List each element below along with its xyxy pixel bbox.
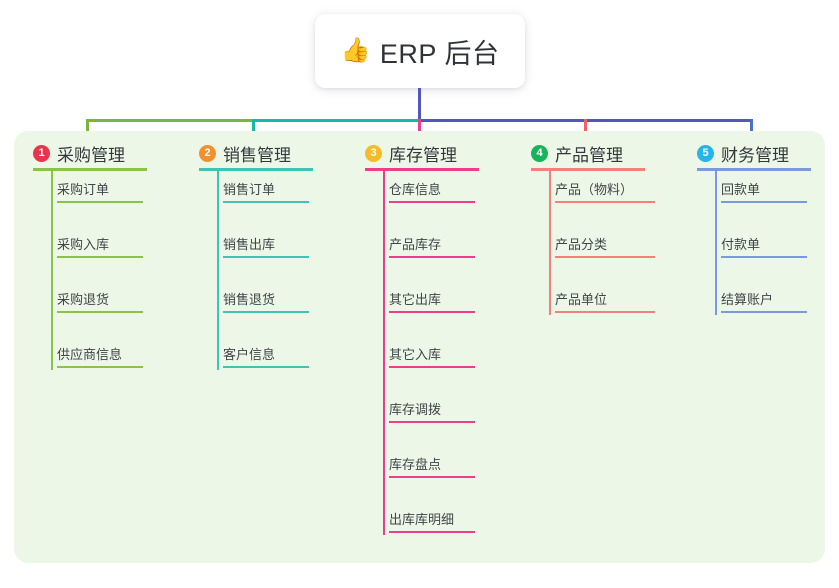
branch-item-label: 采购退货 bbox=[57, 292, 110, 307]
branch-item-product-3[interactable]: 产品单位 bbox=[555, 287, 655, 313]
branch-item-rule bbox=[223, 201, 309, 203]
branch-item-label: 产品分类 bbox=[555, 237, 608, 252]
branch-item-purchase-4[interactable]: 供应商信息 bbox=[57, 342, 143, 368]
branch-item-rule bbox=[389, 311, 475, 313]
branch-item-label: 产品（物料） bbox=[555, 182, 634, 197]
branch-item-label: 付款单 bbox=[721, 237, 761, 252]
branch-item-label: 其它入库 bbox=[389, 347, 442, 362]
branch-title-product: 产品管理 bbox=[555, 146, 623, 165]
branch-item-rule bbox=[389, 531, 475, 533]
branch-item-finance-3[interactable]: 结算账户 bbox=[721, 287, 807, 313]
branch-item-label: 库存调拨 bbox=[389, 402, 442, 417]
branch-header-purchase[interactable]: 1 采购管理 bbox=[33, 141, 125, 166]
branch-item-sales-3[interactable]: 销售退货 bbox=[223, 287, 309, 313]
branch-item-inventory-1[interactable]: 仓库信息 bbox=[389, 177, 475, 203]
branch-item-rule bbox=[555, 311, 655, 313]
branch-item-rule bbox=[223, 311, 309, 313]
branch-title-inventory: 库存管理 bbox=[389, 146, 457, 165]
branch-item-rule bbox=[389, 421, 475, 423]
branch-item-finance-1[interactable]: 回款单 bbox=[721, 177, 807, 203]
root-node-title: 👍 ERP 后台 bbox=[341, 32, 500, 71]
branches-panel: 1 采购管理采购订单采购入库采购退货供应商信息 2 销售管理销售订单销售出库销售退货客… bbox=[14, 131, 825, 563]
branch-item-rule bbox=[389, 201, 475, 203]
branch-title-finance: 财务管理 bbox=[721, 146, 789, 165]
branch-item-label: 其它出库 bbox=[389, 292, 442, 307]
branch-item-label: 回款单 bbox=[721, 182, 761, 197]
connector-trunk bbox=[418, 88, 421, 122]
branch-item-inventory-2[interactable]: 产品库存 bbox=[389, 232, 475, 258]
branch-header-rule-product bbox=[531, 168, 645, 171]
branch-number-badge-product: 4 bbox=[531, 145, 548, 162]
branch-item-label: 产品库存 bbox=[389, 237, 442, 252]
branch-item-rule bbox=[57, 256, 143, 258]
branch-item-rule bbox=[721, 201, 807, 203]
branch-item-label: 供应商信息 bbox=[57, 347, 123, 362]
branch-item-inventory-4[interactable]: 其它入库 bbox=[389, 342, 475, 368]
branch-item-purchase-1[interactable]: 采购订单 bbox=[57, 177, 143, 203]
branch-header-rule-inventory bbox=[365, 168, 479, 171]
branch-item-inventory-7[interactable]: 出库库明细 bbox=[389, 507, 475, 533]
branch-header-rule-finance bbox=[697, 168, 811, 171]
branch-title-sales: 销售管理 bbox=[223, 146, 291, 165]
branch-item-sales-4[interactable]: 客户信息 bbox=[223, 342, 309, 368]
branch-item-label: 采购入库 bbox=[57, 237, 110, 252]
branch-title-purchase: 采购管理 bbox=[57, 146, 125, 165]
branch-item-rule bbox=[555, 201, 655, 203]
branch-header-inventory[interactable]: 3 库存管理 bbox=[365, 141, 457, 166]
root-node[interactable]: 👍 ERP 后台 bbox=[315, 14, 525, 88]
branch-item-purchase-3[interactable]: 采购退货 bbox=[57, 287, 143, 313]
branch-item-label: 结算账户 bbox=[721, 292, 774, 307]
branch-number-badge-finance: 5 bbox=[697, 145, 714, 162]
branch-item-label: 产品单位 bbox=[555, 292, 608, 307]
branch-spine-product bbox=[549, 171, 551, 315]
branch-spine-inventory bbox=[383, 171, 385, 535]
connector-segment-green bbox=[86, 119, 254, 122]
branch-item-inventory-6[interactable]: 库存盘点 bbox=[389, 452, 475, 478]
root-node-label: ERP 后台 bbox=[379, 38, 500, 69]
branch-item-label: 销售退货 bbox=[223, 292, 276, 307]
branch-header-product[interactable]: 4 产品管理 bbox=[531, 141, 623, 166]
branch-item-finance-2[interactable]: 付款单 bbox=[721, 232, 807, 258]
branch-item-inventory-5[interactable]: 库存调拨 bbox=[389, 397, 475, 423]
branch-item-label: 销售出库 bbox=[223, 237, 276, 252]
branch-header-rule-purchase bbox=[33, 168, 147, 171]
branch-item-label: 客户信息 bbox=[223, 347, 276, 362]
branch-item-rule bbox=[57, 366, 143, 368]
branch-item-rule bbox=[389, 256, 475, 258]
branch-item-label: 采购订单 bbox=[57, 182, 110, 197]
branch-spine-finance bbox=[715, 171, 717, 315]
branch-item-inventory-3[interactable]: 其它出库 bbox=[389, 287, 475, 313]
branch-item-label: 销售订单 bbox=[223, 182, 276, 197]
thumbs-up-icon: 👍 bbox=[340, 37, 371, 64]
branch-item-rule bbox=[721, 311, 807, 313]
branch-item-product-2[interactable]: 产品分类 bbox=[555, 232, 655, 258]
branch-number-badge-purchase: 1 bbox=[33, 145, 50, 162]
branch-item-product-1[interactable]: 产品（物料） bbox=[555, 177, 655, 203]
branch-item-label: 仓库信息 bbox=[389, 182, 442, 197]
branch-item-sales-2[interactable]: 销售出库 bbox=[223, 232, 309, 258]
branch-item-rule bbox=[223, 366, 309, 368]
branch-item-rule bbox=[555, 256, 655, 258]
branch-spine-sales bbox=[217, 171, 219, 370]
branch-item-label: 库存盘点 bbox=[389, 457, 442, 472]
branch-item-rule bbox=[721, 256, 807, 258]
branch-item-sales-1[interactable]: 销售订单 bbox=[223, 177, 309, 203]
branch-item-rule bbox=[57, 201, 143, 203]
branch-number-badge-inventory: 3 bbox=[365, 145, 382, 162]
branch-item-rule bbox=[389, 476, 475, 478]
connector-segment-teal bbox=[252, 119, 420, 122]
branch-spine-purchase bbox=[51, 171, 53, 370]
branch-item-label: 出库库明细 bbox=[389, 512, 455, 527]
branch-item-purchase-2[interactable]: 采购入库 bbox=[57, 232, 143, 258]
branch-header-rule-sales bbox=[199, 168, 313, 171]
branch-header-sales[interactable]: 2 销售管理 bbox=[199, 141, 291, 166]
branch-item-rule bbox=[223, 256, 309, 258]
branch-item-rule bbox=[57, 311, 143, 313]
branch-item-rule bbox=[389, 366, 475, 368]
branch-header-finance[interactable]: 5 财务管理 bbox=[697, 141, 789, 166]
branch-number-badge-sales: 2 bbox=[199, 145, 216, 162]
